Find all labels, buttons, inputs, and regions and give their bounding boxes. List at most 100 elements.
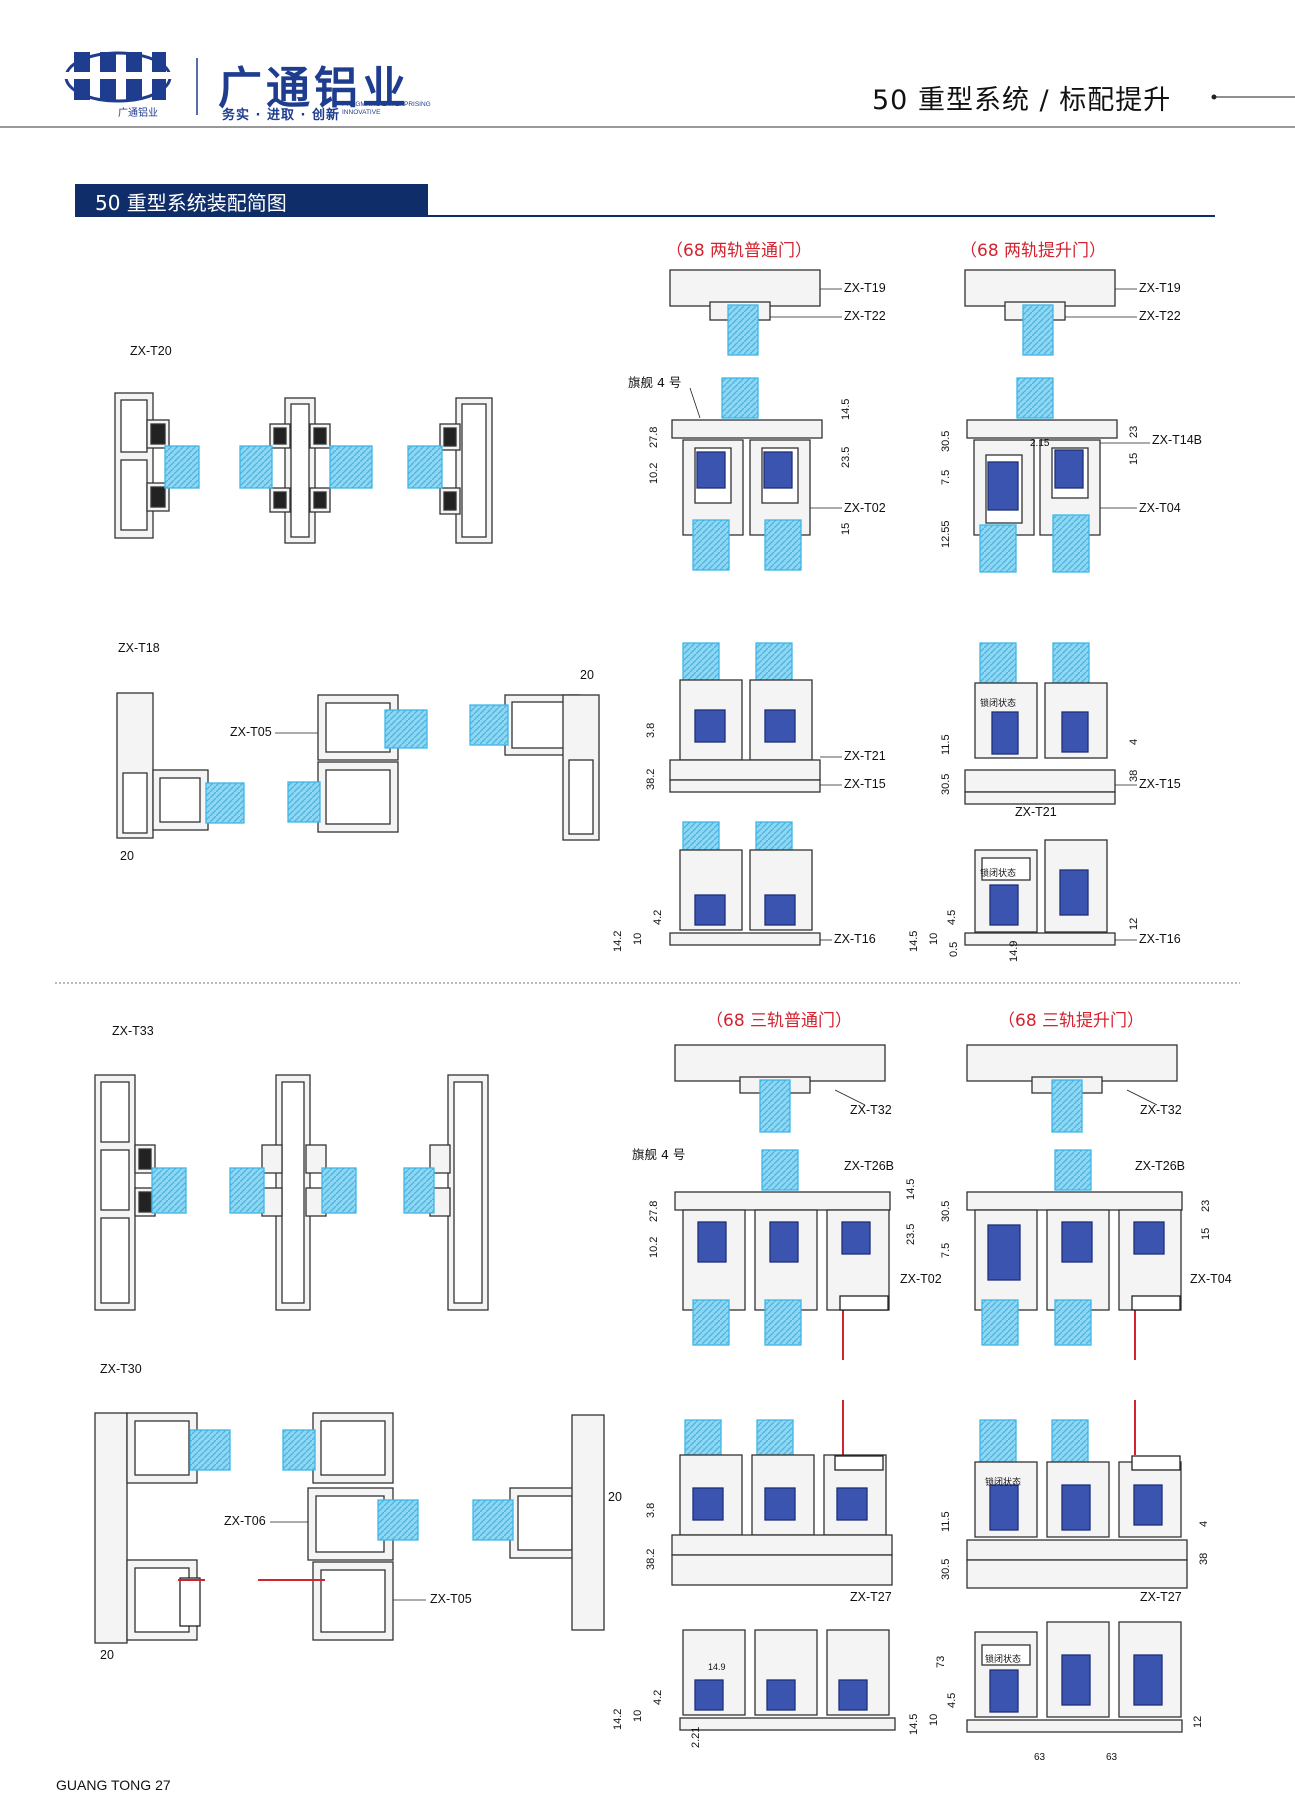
dim-14-5-a: 14.5: [840, 398, 852, 420]
label-zx-t19-a: ZX-T19: [844, 281, 886, 295]
section-title: 50 重型系统装配简图: [95, 191, 287, 215]
label-zx-t32-a: ZX-T32: [850, 1103, 892, 1117]
page-title: 50 重型系统 / 标配提升: [872, 85, 1172, 116]
label-zx-t02-a: ZX-T02: [844, 501, 886, 515]
section-bar: [75, 184, 428, 215]
dim-38-2-a: 38.2: [645, 768, 657, 790]
dim-12-a: 12: [1128, 917, 1140, 930]
brand-slogan-en-1: PRAGMATIC ENTERPRISING: [342, 101, 431, 108]
label-zx-t20: ZX-T20: [130, 344, 172, 358]
label-zx-t22-b: ZX-T22: [1139, 309, 1181, 323]
dim-4-2-b: 4.2: [652, 1689, 664, 1705]
title-two-track-normal: （68 两轨普通门）: [666, 241, 813, 261]
dim-38-a: 38: [1128, 769, 1140, 782]
label-zx-t27-a: ZX-T27: [850, 1590, 892, 1604]
t33-center: [261, 1074, 327, 1311]
label-zx-t04-b: ZX-T04: [1190, 1272, 1232, 1286]
dim-3-8-b: 3.8: [645, 1502, 657, 1518]
dim-4-2-a: 4.2: [652, 909, 664, 925]
t18-right-frame: [469, 694, 600, 841]
label-zx-t21-a: ZX-T21: [844, 749, 886, 763]
dim-3-8-a: 3.8: [645, 722, 657, 738]
dim-2-15: 2.15: [1030, 438, 1050, 449]
label-zx-t30: ZX-T30: [100, 1362, 142, 1376]
t20-right-profile: [439, 397, 493, 544]
dim-2-21: 2.21: [690, 1726, 702, 1748]
dim-14-9-a: 14.9: [1008, 940, 1020, 962]
dim-20-d: 20: [100, 1648, 114, 1662]
dim-14-2-b: 14.2: [612, 1708, 624, 1730]
dim-10-c: 10: [632, 1709, 644, 1722]
dim-12-b: 12: [1192, 1715, 1204, 1728]
dim-4-a: 4: [1128, 738, 1140, 745]
dim-73: 73: [935, 1655, 947, 1668]
label-zx-t32-b: ZX-T32: [1140, 1103, 1182, 1117]
label-lock-c: 锁闭状态: [980, 869, 1017, 879]
label-lock-a: 锁闭状态: [980, 699, 1017, 709]
footer-brand: GUANG TONG: [56, 1777, 152, 1793]
dim-27-8-a: 27.8: [648, 426, 660, 448]
dim-30-5-c: 30.5: [940, 1200, 952, 1222]
dim-14-5-b: 14.5: [908, 930, 920, 952]
t18-frame: [116, 692, 245, 839]
dim-15-c: 15: [1200, 1227, 1212, 1240]
t30-frame: [94, 1412, 231, 1644]
t20-fixed-profile: [114, 392, 170, 539]
label-lock-b: 锁闭状态: [985, 1478, 1022, 1488]
label-zx-t16-a: ZX-T16: [834, 932, 876, 946]
dim-12-55: 12.55: [940, 520, 952, 548]
dim-30-5-a: 30.5: [940, 430, 952, 452]
t30-right-frame: [472, 1414, 605, 1631]
brand-slogan: 务实 · 进取 · 创新: [222, 108, 340, 123]
label-zx-t06: ZX-T06: [224, 1514, 266, 1528]
dim-10-a: 10: [632, 932, 644, 945]
dim-15-b: 15: [1128, 452, 1140, 465]
brand-name: 广通铝业: [218, 63, 410, 114]
dim-0-5: 0.5: [948, 941, 960, 957]
label-zx-t21-b: ZX-T21: [1015, 805, 1057, 819]
brand-slogan-en-2: INNOVATIVE: [342, 109, 381, 116]
dim-11-5-b: 11.5: [940, 1511, 952, 1532]
dim-20-b: 20: [120, 849, 134, 863]
dim-38-2-b: 38.2: [645, 1548, 657, 1570]
dim-4-5-a: 4.5: [946, 909, 958, 925]
label-flagship-b: 旗舰 4 号: [632, 1147, 686, 1162]
dim-15-a: 15: [840, 522, 852, 535]
dim-7-5-b: 7.5: [940, 1242, 952, 1258]
label-lock-d: 锁闭状态: [985, 1655, 1022, 1665]
door-sections: [669, 269, 1188, 1733]
label-zx-t15-a: ZX-T15: [844, 777, 886, 791]
dim-27-8-b: 27.8: [648, 1200, 660, 1222]
label-zx-t05-b: ZX-T05: [430, 1592, 472, 1606]
label-zx-t14b: ZX-T14B: [1152, 433, 1203, 447]
t20-center-mullion: [269, 397, 331, 544]
profile-sections: [94, 392, 605, 1644]
dim-14-5-d: 14.5: [908, 1713, 920, 1735]
t33-profile: [94, 1074, 156, 1311]
label-zx-t16-b: ZX-T16: [1139, 932, 1181, 946]
label-zx-t22-a: ZX-T22: [844, 309, 886, 323]
leader-lines: [270, 288, 1158, 1601]
label-zx-t19-b: ZX-T19: [1139, 281, 1181, 295]
title-three-track-lift: （68 三轨提升门）: [998, 1011, 1145, 1031]
dim-23-5-a: 23.5: [840, 446, 852, 468]
company-logo: [60, 51, 180, 103]
label-flagship-a: 旗舰 4 号: [628, 375, 682, 390]
label-zx-t18: ZX-T18: [118, 641, 160, 655]
label-zx-t04-a: ZX-T04: [1139, 501, 1181, 515]
dim-30-5-b: 30.5: [940, 773, 952, 795]
footer-page: 27: [155, 1777, 171, 1793]
dim-38-b: 38: [1198, 1552, 1210, 1565]
t33-right: [429, 1074, 489, 1311]
dim-10-2-b: 10.2: [648, 1236, 660, 1258]
brand-slogan-en: PRAGMATIC ENTERPRISING INNOVATIVE: [342, 101, 431, 117]
dim-10-b: 10: [928, 932, 940, 945]
label-zx-t26b-b: ZX-T26B: [1135, 1159, 1186, 1173]
label-zx-t26b-a: ZX-T26B: [844, 1159, 895, 1173]
dim-20-c: 20: [608, 1490, 622, 1504]
label-zx-t05-a: ZX-T05: [230, 725, 272, 739]
label-zx-t33: ZX-T33: [112, 1024, 154, 1038]
label-zx-t27-b: ZX-T27: [1140, 1590, 1182, 1604]
title-two-track-lift: （68 两轨提升门）: [960, 241, 1107, 261]
